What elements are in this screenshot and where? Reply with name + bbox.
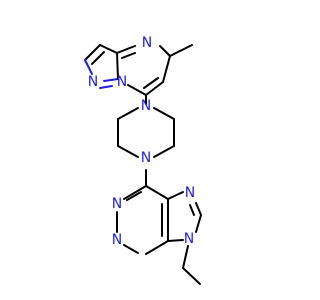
bond <box>145 185 169 200</box>
bond <box>99 85 113 89</box>
bond <box>117 145 139 158</box>
nitrogen-atom: N <box>142 35 152 51</box>
bond <box>84 59 93 75</box>
bond <box>117 107 139 120</box>
bond <box>167 191 184 200</box>
bond <box>189 204 195 216</box>
bond <box>84 44 101 61</box>
nitrogen-atom: N <box>88 74 98 90</box>
nitrogen-atom: N <box>112 232 122 248</box>
methyl-bond <box>169 44 193 57</box>
bond <box>99 44 118 54</box>
bond <box>145 240 169 255</box>
nitrogen-atom: N <box>185 185 195 201</box>
bond <box>159 45 171 57</box>
piperazine-ring <box>117 107 175 158</box>
bond <box>145 81 164 96</box>
purine-ring <box>116 185 202 285</box>
bond <box>195 214 202 233</box>
bond <box>127 84 147 96</box>
bond <box>162 55 171 83</box>
bond <box>153 107 175 120</box>
ethyl-bond <box>182 267 201 285</box>
pyrazolopyrimidine-ring <box>84 44 193 96</box>
ethyl-bond <box>182 245 189 269</box>
bond <box>123 244 139 254</box>
bond <box>153 145 175 158</box>
bond <box>123 185 147 200</box>
bond <box>195 202 202 216</box>
nitrogen-atom: N <box>117 74 127 90</box>
bond <box>121 52 136 59</box>
molecule-structure: N N N N N N N N N <box>84 35 202 285</box>
bond <box>167 239 184 242</box>
nitrogen-atom: N <box>184 231 194 247</box>
bond <box>103 78 119 82</box>
bond <box>91 51 105 65</box>
bond <box>116 52 119 80</box>
bond <box>116 45 136 54</box>
bond <box>126 191 142 201</box>
bond <box>143 77 159 89</box>
nitrogen-atom: N <box>141 98 151 114</box>
nitrogen-atom: N <box>112 196 122 212</box>
nitrogen-atom: N <box>141 150 151 166</box>
